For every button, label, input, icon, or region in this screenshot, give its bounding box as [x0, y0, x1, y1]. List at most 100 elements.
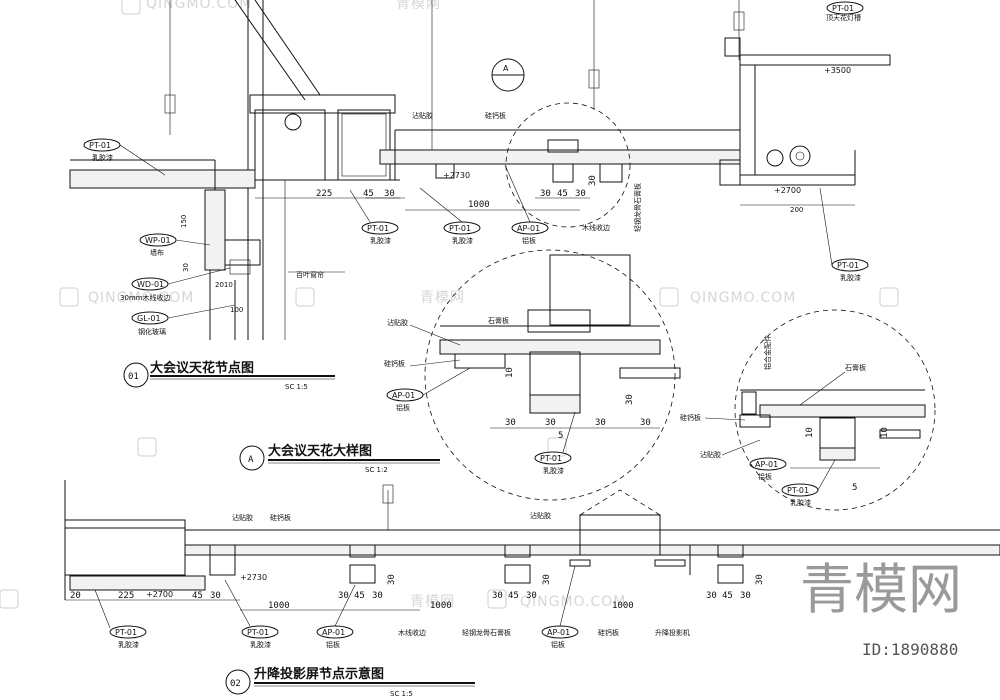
- svg-text:PT-01: PT-01: [540, 454, 562, 463]
- label-adhesive: 沾贴胶: [412, 111, 433, 120]
- svg-text:PT-01: PT-01: [449, 224, 471, 233]
- label-gypsum: 石膏板: [845, 363, 866, 372]
- tag-ap01: AP-01 铝板: [749, 457, 787, 481]
- watermark-en: QINGMO.COM: [520, 594, 626, 610]
- tag-wd01: WD-01 30mm木线收边: [120, 267, 231, 302]
- svg-text:45: 45: [354, 591, 365, 601]
- title-block-02: 02 升降投影屏节点示意图 SC 1:5: [225, 666, 475, 698]
- drawing-title-01: 大会议天花节点图: [150, 360, 254, 376]
- svg-text:30: 30: [706, 591, 717, 601]
- dim-30: 30: [182, 263, 190, 272]
- label-light-steel: 轻钢龙骨石膏板: [633, 183, 642, 232]
- svg-text:30: 30: [492, 591, 503, 601]
- svg-text:铝板: 铝板: [396, 403, 410, 412]
- label-calcium-board: 硅钙板: [485, 111, 506, 120]
- watermark-tile: 青模网: [295, 287, 464, 307]
- svg-text:乳胶漆: 乳胶漆: [118, 640, 139, 649]
- dim-100: 100: [230, 306, 243, 314]
- label-adhesive: 沾贴胶: [700, 450, 721, 459]
- svg-text:铝板: 铝板: [522, 236, 536, 245]
- svg-text:AP-01: AP-01: [755, 460, 778, 469]
- svg-text:墙布: 墙布: [150, 248, 164, 257]
- svg-text:45: 45: [508, 591, 519, 601]
- svg-text:青模网: 青模网: [800, 558, 962, 621]
- svg-text:乳胶漆: 乳胶漆: [250, 640, 271, 649]
- watermark-tile: [137, 437, 567, 457]
- level-2730: +2730: [443, 171, 470, 180]
- tag-pt01: PT-01 乳胶漆: [419, 187, 481, 245]
- section-a-label: A: [503, 64, 509, 73]
- svg-text:轻钢龙骨石膏板: 轻钢龙骨石膏板: [462, 628, 511, 637]
- drawing-scale-01: SC 1:5: [285, 383, 308, 391]
- svg-text:硅钙板: 硅钙板: [598, 628, 619, 637]
- svg-text:30: 30: [595, 418, 606, 428]
- svg-text:30: 30: [210, 591, 221, 601]
- svg-text:铝板: 铝板: [326, 640, 340, 649]
- level-2700: +2700: [774, 186, 801, 195]
- tag-pt01: PT-01 乳胶漆: [349, 189, 399, 245]
- tag-pt01: PT-01: [826, 1, 864, 15]
- svg-text:1000: 1000: [268, 601, 290, 611]
- label-calcium-board: 硅钙板: [384, 359, 405, 368]
- dim-1000: 1000: [468, 200, 490, 210]
- svg-text:30: 30: [625, 394, 635, 405]
- label-blinds: 百叶窗帘: [296, 270, 324, 279]
- label-calcium-board: 硅钙板: [680, 413, 701, 422]
- watermark-en: QINGMO.COM: [88, 290, 194, 306]
- svg-text:钢化玻璃: 钢化玻璃: [138, 327, 166, 336]
- dim-200: 200: [790, 206, 803, 214]
- watermark-tile: QINGMO.COM: [59, 287, 194, 307]
- svg-text:5: 5: [852, 483, 857, 493]
- svg-text:AP-01: AP-01: [517, 224, 540, 233]
- svg-text:225: 225: [118, 591, 134, 601]
- title-block-a: A 大会议天花大样图 SC 1:2: [239, 443, 440, 474]
- svg-text:30: 30: [526, 591, 537, 601]
- svg-text:30: 30: [387, 574, 397, 585]
- svg-text:PT-01: PT-01: [367, 224, 389, 233]
- label-al-fitting: 铝合金配件: [763, 335, 772, 370]
- svg-text:乳胶漆: 乳胶漆: [840, 273, 861, 282]
- svg-text:30: 30: [338, 591, 349, 601]
- svg-text:30mm木线收边: 30mm木线收边: [120, 293, 171, 302]
- watermark-cn: 青模网: [396, 0, 441, 12]
- tag-ap01: AP-01 铝板: [386, 367, 471, 412]
- watermark-layer: QINGMO.COM 青模网 QINGMO.COM 青模网 QINGMO.COM…: [0, 0, 962, 659]
- dim-150: 150: [180, 215, 188, 228]
- svg-text:30: 30: [542, 574, 552, 585]
- detail-01-ceiling-node: A 225 45 30 1000 30 45 30 200 150 100 30…: [69, 0, 891, 340]
- svg-text:02: 02: [230, 679, 241, 689]
- dim-30: 30: [540, 189, 551, 199]
- dim-30: 30: [575, 189, 586, 199]
- tag-pt01: PT-01 乳胶漆: [781, 459, 836, 507]
- drawing-title-02: 升降投影屏节点示意图: [254, 666, 384, 682]
- drawing-title-a: 大会议天花大样图: [268, 443, 372, 459]
- tag-pt01: PT-01 乳胶漆: [94, 589, 147, 649]
- watermark-en: QINGMO.COM: [146, 0, 252, 12]
- detail-02-projector-screen: 20 225 +2700 45 30 +2730 1000 30 45 30 1…: [64, 480, 1000, 649]
- svg-text:铝板: 铝板: [551, 640, 565, 649]
- svg-text:GL-01: GL-01: [137, 314, 161, 323]
- svg-text:10: 10: [805, 427, 815, 438]
- svg-text:PT-01: PT-01: [787, 486, 809, 495]
- svg-text:30: 30: [505, 418, 516, 428]
- svg-text:10: 10: [880, 427, 890, 438]
- svg-text:乳胶漆: 乳胶漆: [452, 236, 473, 245]
- dim-45: 45: [557, 189, 568, 199]
- level-2700: +2700: [146, 590, 173, 599]
- svg-text:乳胶漆: 乳胶漆: [790, 498, 811, 507]
- svg-text:乳胶漆: 乳胶漆: [92, 153, 113, 162]
- detail-callout-circle: [505, 102, 631, 228]
- tag-ap01: AP-01 铝板: [316, 584, 356, 649]
- watermark-tile: QINGMO.COM: [659, 287, 795, 307]
- svg-text:10: 10: [505, 367, 515, 378]
- dim-225: 225: [316, 189, 332, 199]
- svg-text:PT-01: PT-01: [115, 628, 137, 637]
- svg-text:WD-01: WD-01: [137, 280, 164, 289]
- svg-text:45: 45: [722, 591, 733, 601]
- dim-30: 30: [384, 189, 395, 199]
- tag-wp01: WP-01 墙布: [139, 233, 211, 257]
- svg-text:沾贴胶: 沾贴胶: [530, 511, 551, 520]
- svg-text:PT-01: PT-01: [247, 628, 269, 637]
- tag-ap01: AP-01 铝板: [541, 565, 579, 649]
- tag-pt01: PT-01 乳胶漆: [534, 411, 576, 475]
